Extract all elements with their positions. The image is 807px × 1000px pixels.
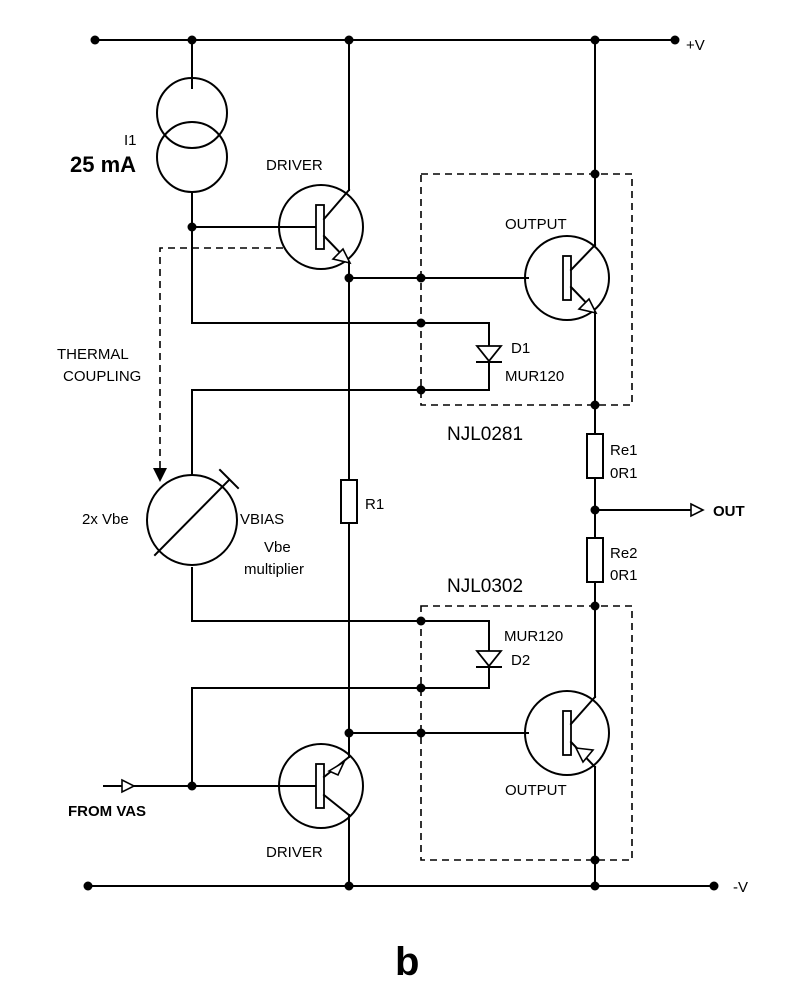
- package-njl0302: [420, 605, 633, 861]
- center-bus: [344, 39, 529, 887]
- out-label: OUT: [713, 503, 745, 520]
- vbe-multiplier: [146, 468, 240, 566]
- from-vas-label: FROM VAS: [68, 803, 146, 820]
- positive-rail: [90, 35, 680, 45]
- resistor-r1: [340, 479, 358, 524]
- r1-label: R1: [365, 496, 384, 513]
- bias-wiring: [103, 222, 490, 794]
- vbe-multiplier-label-1: Vbe: [264, 539, 291, 556]
- i1-name-label: I1: [124, 132, 137, 149]
- output-bus: [590, 39, 705, 887]
- panel-label: b: [395, 940, 419, 984]
- chip-bottom-label: NJL0302: [447, 576, 523, 597]
- vbe-count-label: 2x Vbe: [82, 511, 129, 528]
- i1-value-label: 25 mA: [70, 152, 136, 177]
- output-bottom-label: OUTPUT: [505, 782, 567, 799]
- output-top-label: OUTPUT: [505, 216, 567, 233]
- current-source-i1: [156, 39, 228, 228]
- thermal-label-1: THERMAL: [57, 346, 129, 363]
- re2-value-label: 0R1: [610, 567, 638, 584]
- output-transistor-bottom: [524, 690, 610, 776]
- driver-transistor-bottom: [278, 743, 364, 829]
- re2-name-label: Re2: [610, 545, 638, 562]
- thermal-coupling-path: [153, 247, 283, 482]
- d1-part-label: MUR120: [505, 368, 564, 385]
- package-njl0281: [420, 173, 633, 406]
- negative-rail: [83, 881, 719, 891]
- driver-top-label: DRIVER: [266, 157, 323, 174]
- resistor-re1: [586, 433, 604, 479]
- resistor-re2: [586, 537, 604, 583]
- diode-d2: [475, 650, 503, 668]
- driver-bottom-label: DRIVER: [266, 844, 323, 861]
- driver-transistor-top: [278, 184, 364, 270]
- d2-part-label: MUR120: [504, 628, 563, 645]
- thermal-label-2: COUPLING: [63, 368, 141, 385]
- chip-top-label: NJL0281: [447, 424, 523, 445]
- negative-supply-label: -V: [733, 879, 748, 896]
- vbias-label: VBIAS: [240, 511, 284, 528]
- diode-d1: [475, 345, 503, 363]
- re1-name-label: Re1: [610, 442, 638, 459]
- positive-supply-label: +V: [686, 37, 705, 54]
- re1-value-label: 0R1: [610, 465, 638, 482]
- output-transistor-top: [524, 235, 610, 321]
- d1-name-label: D1: [511, 340, 530, 357]
- d2-name-label: D2: [511, 652, 530, 669]
- vbe-multiplier-label-2: multiplier: [244, 561, 304, 578]
